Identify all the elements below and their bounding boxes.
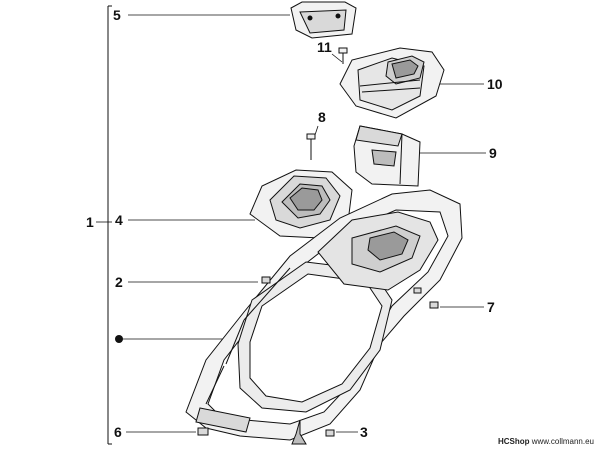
part-4-dome-cover — [249, 169, 353, 239]
part-10-battery-holder — [339, 47, 445, 119]
part-5-cover — [290, 1, 357, 39]
callout-3: 3 — [360, 424, 368, 440]
part-7-clips — [413, 287, 439, 309]
callout-10: 10 — [487, 76, 503, 92]
leader-11 — [331, 53, 343, 63]
callout-6: 6 — [114, 424, 122, 440]
bullet-dot — [115, 335, 123, 343]
part-3-clip — [325, 429, 335, 437]
part-2-clip — [261, 276, 271, 284]
callout-7: 7 — [487, 299, 495, 315]
watermark-brand: HCShop — [497, 437, 530, 446]
callout-1: 1 — [86, 214, 94, 230]
watermark: HCShop www.collmann.eu — [498, 437, 594, 446]
part-9-box — [353, 125, 421, 187]
callout-4: 4 — [115, 212, 123, 228]
callout-8: 8 — [318, 109, 326, 125]
storage-tub — [185, 189, 463, 445]
callout-2: 2 — [115, 274, 123, 290]
part-11-screw — [338, 47, 348, 64]
part-8-screw — [306, 133, 316, 160]
callout-9: 9 — [489, 145, 497, 161]
callout-11: 11 — [317, 39, 332, 55]
assembly-bracket — [107, 5, 112, 445]
watermark-site: www.collmann.eu — [531, 437, 594, 446]
part-6-clip — [197, 427, 209, 436]
callout-5: 5 — [113, 7, 121, 23]
